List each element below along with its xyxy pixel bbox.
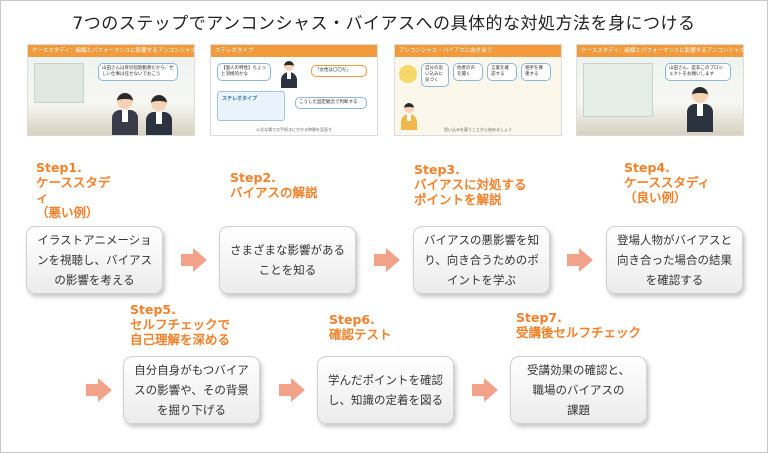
thumbnail-bias-explanation: ステレオタイプ 【個人の特性】ちょっと消極的かな 「女性は〇〇だ」 ステレオタイ… bbox=[210, 44, 378, 136]
step2-label: Step2. バイアスの解説 bbox=[230, 170, 318, 200]
person-illustration bbox=[281, 61, 297, 88]
thumbnail-case-study-good: ケーススタディ：組織とパフォーマンスに影響するアンコンシャス・バイアス 山田さん… bbox=[576, 44, 744, 136]
step2-box: さまざまな影響があることを知る bbox=[219, 226, 356, 294]
speech-bubble: 相手を尊重する bbox=[521, 63, 551, 81]
thumbnail-bias-points: アンコンシャス・バイアスに向き合う 自分の思い込みに気づく 他者の声を聞く 言葉… bbox=[394, 44, 562, 136]
step5-label: Step5. セルフチェックで 自己理解を深める bbox=[130, 302, 231, 347]
speech-bubble: 言葉を確認する bbox=[487, 63, 517, 81]
step7-label: Step7. 受講後セルフチェック bbox=[516, 310, 642, 340]
step6-label: Step6. 確認テスト bbox=[329, 312, 392, 342]
stereotype-panel: ステレオタイプ bbox=[217, 91, 285, 121]
step3-label: Step3. バイアスに対処する ポイントを解説 bbox=[414, 162, 527, 207]
speech-bubble: 他者の声を聞く bbox=[453, 63, 483, 81]
step4-label: Step4. ケーススタディ （良い例） bbox=[624, 160, 711, 205]
step1-box: イラストアニメーションを視聴し、バイアスの影響を考える bbox=[26, 226, 163, 294]
step6-box: 学んだポイントを確認し、知識の定着を図る bbox=[317, 356, 454, 424]
speech-bubble: こうした固定観念で判断する bbox=[295, 97, 367, 109]
step7-box: 受講効果の確認と、 職場のバイアスの 課題 bbox=[510, 356, 647, 424]
thumbnail-header: アンコンシャス・バイアスに向き合う bbox=[395, 45, 561, 57]
thumbnail-header: ケーススタディ：組織とパフォーマンスに影響するアンコンシャス・バイアス bbox=[28, 45, 194, 57]
office-window bbox=[34, 63, 84, 103]
speech-bubble: 自分の思い込みに気づく bbox=[421, 63, 449, 87]
person-illustration bbox=[687, 87, 713, 132]
thumbnail-header: ステレオタイプ bbox=[211, 45, 377, 57]
step3-box: バイアスの悪影響を知り、向き合うためのポイントを学ぶ bbox=[413, 226, 550, 294]
thumbnail-header: ケーススタディ：組織とパフォーマンスに影響するアンコンシャス・バイアス bbox=[577, 45, 743, 57]
speech-bubble: 【個人の特性】ちょっと消極的かな bbox=[217, 63, 271, 81]
page-title: 7つのステップでアンコンシャス・バイアスへの具体的な対処方法を身につける bbox=[72, 14, 696, 34]
thumbnail-case-study-bad: ケーススタディ：組織とパフォーマンスに影響するアンコンシャス・バイアス 山田さん… bbox=[27, 44, 195, 136]
thumbnail-caption: 公式な場での手続きにかかる時間を見直す bbox=[256, 127, 332, 132]
person-illustration bbox=[112, 93, 138, 135]
step1-label: Step1. ケーススタディ （悪い例） bbox=[36, 160, 111, 220]
step4-box: 登場人物がバイアスと向き合った場合の結果を確認する bbox=[606, 226, 743, 294]
speech-bubble: 山田さんは育児短期勤務だから、忙しい仕事は任せないでおこう bbox=[98, 63, 178, 81]
panel-title: ステレオタイプ bbox=[222, 96, 258, 102]
office-window bbox=[583, 63, 653, 117]
person-illustration bbox=[401, 103, 417, 130]
step5-box: 自分自身がもつバイアスの影響や、その背景を掘り下げる bbox=[123, 356, 260, 424]
speech-bubble: 山田さん、是非このプロジェクトをお願いします bbox=[665, 63, 731, 81]
mascot-icon bbox=[399, 65, 417, 83]
speech-bubble: 「女性は〇〇だ」 bbox=[311, 65, 367, 77]
thumbnail-caption: 思い込みを疑うことから始めましょう bbox=[444, 127, 512, 132]
person-illustration bbox=[146, 95, 172, 135]
